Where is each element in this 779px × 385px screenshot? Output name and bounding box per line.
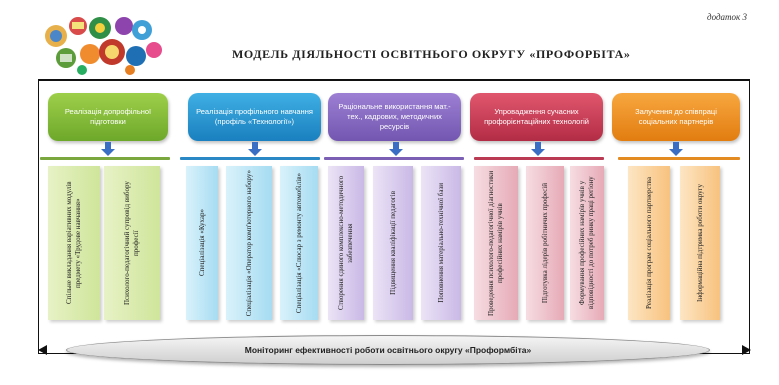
monitoring-ellipse: Моніторинг ефективності роботи освітньог… (66, 335, 710, 365)
connector-line (474, 157, 604, 160)
subitem-box: Формування професійних намірів учнів у в… (570, 166, 604, 320)
arrow-left-icon (38, 345, 47, 355)
arrow-right-icon (742, 345, 751, 355)
header-resource-use: Раціональне використання мат.-тех., кадр… (328, 93, 461, 141)
subitem-box: Проведення психолого-педагогічної діагно… (474, 166, 518, 320)
subitem-box: Спеціалізація «Слюсар з ремонту автомобі… (280, 166, 318, 320)
subitem-box: Спеціалізація «Кухар» (186, 166, 218, 320)
subitem-box: Інформаційна підтримка роботи округу (680, 166, 720, 320)
connector-line (324, 157, 464, 160)
monitoring-label: Моніторинг ефективності роботи освітньог… (244, 345, 532, 355)
arrow-down-icon (669, 142, 683, 156)
connector-line (40, 157, 170, 160)
addendum-label: додаток 3 (707, 12, 747, 22)
header-career-guidance: Упровадження сучасних профорієнтаційних … (470, 93, 603, 141)
arrow-down-icon (389, 142, 403, 156)
arrow-down-icon (101, 142, 115, 156)
subitem-box: Підвищення кваліфікації педагогів (373, 166, 413, 320)
logo-collage-icon (45, 17, 162, 75)
subitem-box: Спеціалізація «Оператор комп'ютерного на… (226, 166, 272, 320)
header-profile-education: Реалізація профільного навчання (профіль… (188, 93, 321, 141)
subitem-box: Поповнення матеріально-технічної бази (421, 166, 461, 320)
subitem-box: Психолого-педагогічний супровід вибору п… (104, 166, 160, 320)
subitem-box: Реалізація програм соціального партнерст… (628, 166, 670, 320)
subitem-box: Спільне викладання варіативних модулів п… (48, 166, 100, 320)
arrow-down-icon (531, 142, 545, 156)
header-pre-profile-training: Реалізація допрофільної підготовки (48, 93, 168, 141)
connector-line (618, 157, 740, 160)
subitem-box: Створення єдиного комплексно-методичного… (328, 166, 364, 320)
subitem-box: Підготувка лідерів робітничих професій (526, 166, 564, 320)
arrow-down-icon (248, 142, 262, 156)
connector-line (180, 157, 320, 160)
page-title: МОДЕЛЬ ДІЯЛЬНОСТІ ОСВІТНЬОГО ОКРУГУ «ПРО… (232, 47, 631, 61)
header-social-partners: Залучення до співпраці соціальних партне… (612, 93, 740, 141)
